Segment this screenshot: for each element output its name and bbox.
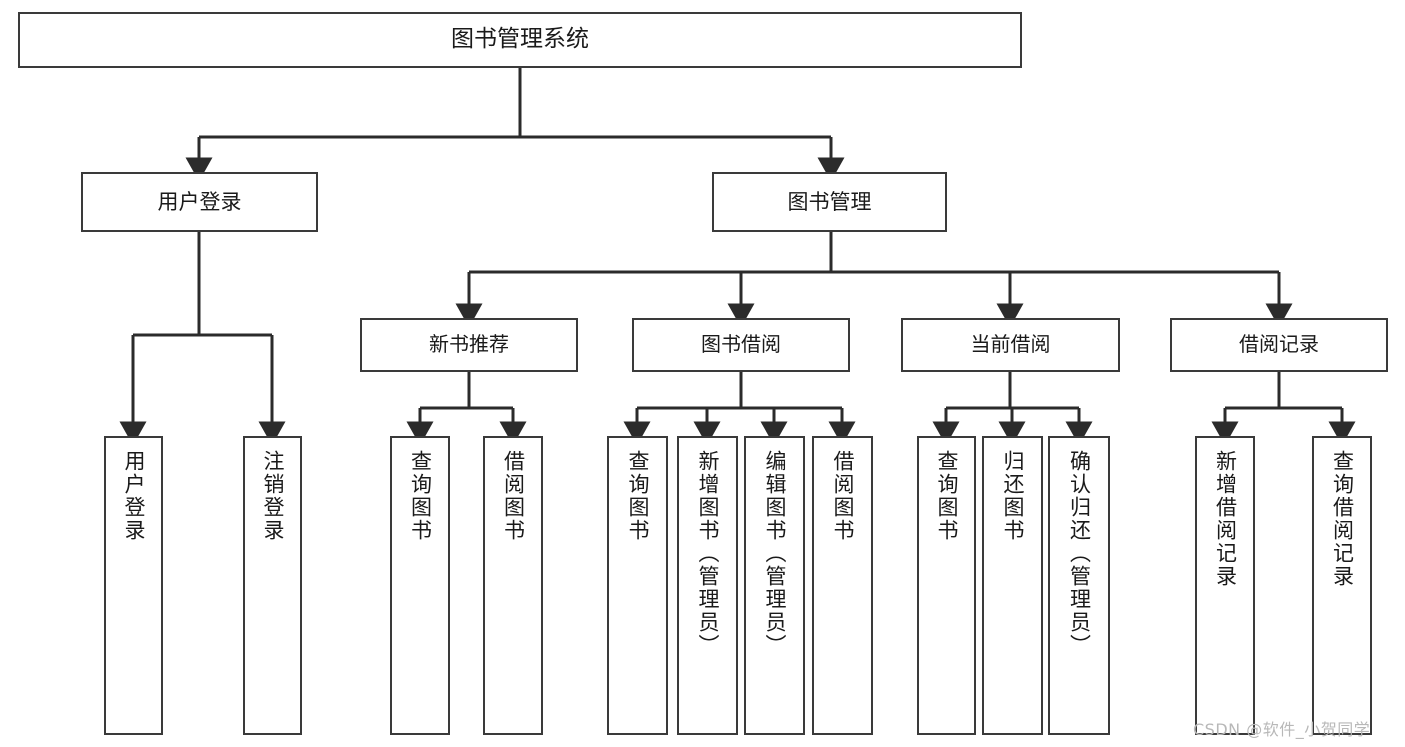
node-book-management-label: 图书管理	[787, 189, 872, 214]
leaf-borrow-book-1[interactable]: 借阅图书	[483, 436, 543, 735]
node-new-book-recommend[interactable]: 新书推荐	[360, 318, 578, 372]
leaf-user-login[interactable]: 用户登录	[104, 436, 163, 735]
node-root-label: 图书管理系统	[451, 26, 589, 53]
leaf-return-book-label: 归还图书	[1001, 450, 1025, 542]
node-borrow-record[interactable]: 借阅记录	[1170, 318, 1388, 372]
leaf-borrow-book-2-label: 借阅图书	[831, 450, 855, 542]
leaf-confirm-return[interactable]: 确认归还（管理员）	[1048, 436, 1110, 735]
node-root[interactable]: 图书管理系统	[18, 12, 1022, 68]
node-new-book-recommend-label: 新书推荐	[429, 332, 509, 357]
leaf-logout[interactable]: 注销登录	[243, 436, 302, 735]
node-book-management[interactable]: 图书管理	[712, 172, 947, 232]
node-borrow-record-label: 借阅记录	[1239, 332, 1319, 357]
node-book-borrow-label: 图书借阅	[701, 332, 781, 357]
leaf-query-book-2-label: 查询图书	[626, 450, 650, 542]
node-user-login-label: 用户登录	[157, 189, 242, 214]
leaf-add-record[interactable]: 新增借阅记录	[1195, 436, 1255, 735]
csdn-watermark: CSDN @软件_小贺同学	[1193, 720, 1371, 739]
leaf-query-record[interactable]: 查询借阅记录	[1312, 436, 1372, 735]
leaf-borrow-book-2[interactable]: 借阅图书	[812, 436, 873, 735]
leaf-user-login-label: 用户登录	[122, 450, 146, 542]
node-book-borrow[interactable]: 图书借阅	[632, 318, 850, 372]
leaf-query-book-2[interactable]: 查询图书	[607, 436, 668, 735]
node-user-login[interactable]: 用户登录	[81, 172, 318, 232]
leaf-query-book-1[interactable]: 查询图书	[390, 436, 450, 735]
leaf-edit-book[interactable]: 编辑图书（管理员）	[744, 436, 805, 735]
leaf-add-book[interactable]: 新增图书（管理员）	[677, 436, 738, 735]
leaf-query-book-1-label: 查询图书	[408, 450, 433, 542]
leaf-return-book[interactable]: 归还图书	[982, 436, 1043, 735]
leaf-confirm-return-label: 确认归还（管理员）	[1067, 450, 1092, 657]
node-current-borrow[interactable]: 当前借阅	[901, 318, 1120, 372]
leaf-borrow-book-1-label: 借阅图书	[501, 450, 526, 542]
leaf-edit-book-label: 编辑图书（管理员）	[763, 450, 787, 657]
node-current-borrow-label: 当前借阅	[970, 332, 1051, 357]
leaf-add-book-label: 新增图书（管理员）	[696, 450, 720, 657]
leaf-query-record-label: 查询借阅记录	[1330, 450, 1355, 588]
leaf-query-book-3[interactable]: 查询图书	[917, 436, 976, 735]
leaf-add-record-label: 新增借阅记录	[1213, 450, 1238, 588]
leaf-query-book-3-label: 查询图书	[935, 450, 959, 542]
leaf-logout-label: 注销登录	[261, 450, 285, 542]
